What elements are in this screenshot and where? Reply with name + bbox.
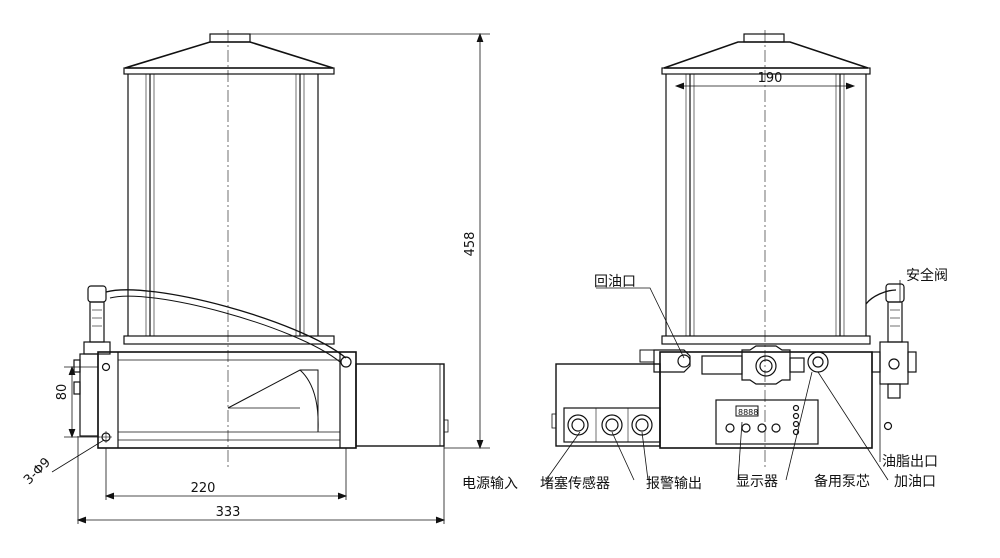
display-panel [715, 399, 819, 445]
front-lid [663, 41, 869, 69]
label-blockage-sensor: 堵塞传感器 [540, 475, 610, 492]
side-lid [124, 41, 334, 69]
dimension-texts: 458 80 220 333 190 3-Φ9 [21, 71, 782, 520]
dim-top-width: 190 [758, 71, 783, 86]
side-lid-cap [209, 33, 251, 43]
side-view [73, 30, 449, 470]
dimension-lines [51, 32, 856, 524]
side-motor [355, 363, 445, 447]
label-return-port: 回油口 [594, 274, 636, 290]
label-spare-pump: 备用泵芯 [814, 473, 870, 490]
label-grease-outlet: 油脂出口 [882, 454, 938, 470]
side-lid-rim [123, 67, 335, 75]
label-leaders [545, 280, 901, 481]
display-readout: 8888 [738, 408, 758, 417]
label-fill-port: 加油口 [894, 474, 936, 490]
side-outlet-pipe [105, 289, 347, 359]
sensor-panel [563, 407, 661, 443]
dim-base-width: 220 [191, 481, 216, 496]
label-display: 显示器 [736, 474, 778, 490]
dim-bracket-height: 80 [55, 384, 70, 401]
dim-total-width: 333 [216, 505, 241, 520]
label-alarm-output: 报警输出 [646, 476, 702, 492]
label-safety-valve: 安全阀 [906, 267, 948, 284]
front-outlet-pipe [865, 289, 897, 305]
front-view [551, 30, 917, 470]
dim-total-height: 458 [463, 232, 478, 257]
front-motor [555, 363, 661, 447]
side-base [97, 351, 357, 449]
diagram-labels: 回油口 安全阀 电源输入 堵塞传感器 报警输出 显示器 备用泵芯 加油口 油脂出… [462, 267, 948, 492]
dim-holes: 3-Φ9 [21, 455, 54, 488]
label-power-input: 电源输入 [462, 476, 518, 492]
